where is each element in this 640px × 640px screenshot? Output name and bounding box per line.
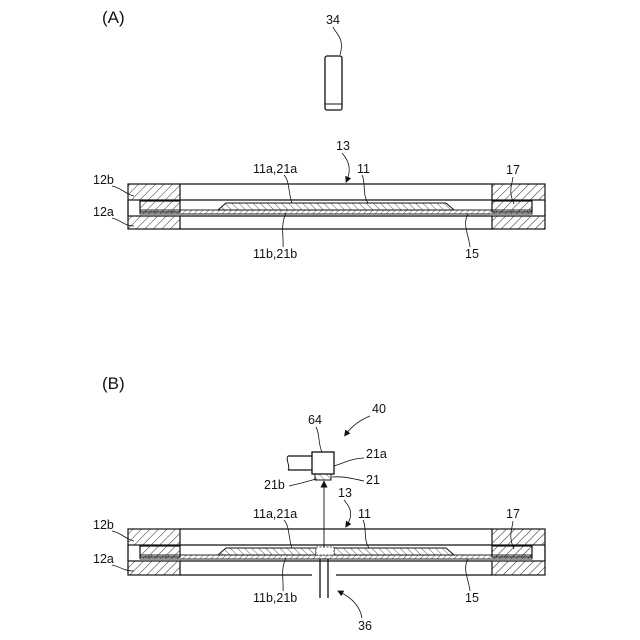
leader-frame-gap-b (344, 500, 351, 525)
leader-wafer-face-bottom (283, 213, 286, 247)
ref-ring-b: 17 (506, 507, 520, 521)
wafer-11-right-b (334, 548, 454, 555)
wafer-11-left-b (218, 548, 316, 555)
leader-wafer-face-top-b (284, 520, 292, 548)
frame-12b-left (128, 184, 180, 200)
frame-12a-right (492, 216, 545, 229)
ref-wafer-face-top-b: 11a,21a (253, 507, 297, 521)
ref-tape: 15 (465, 247, 479, 261)
leader-tape (466, 214, 470, 247)
leader-chip-bottom (289, 479, 316, 486)
ref-frame-top-b: 12b (93, 518, 114, 532)
frame-12a-left-b (128, 561, 180, 575)
frame-12b-left-b (128, 529, 180, 545)
leader-wafer-face-top (284, 175, 292, 203)
panel-b: (B) 64 40 21a 21 21b (93, 374, 545, 633)
leader-needle (340, 592, 362, 618)
ref-collet: 64 (308, 413, 322, 427)
ref-chip-bottom: 21b (264, 478, 285, 492)
ref-wafer-face-top: 11a,21a (253, 162, 297, 176)
collet-64 (287, 452, 334, 480)
frame-assembly-b (128, 529, 545, 575)
frame-12a-left (128, 216, 180, 229)
leader-frame-gap (342, 153, 349, 180)
leader-wafer-b (363, 520, 369, 548)
panel-a-label: (A) (102, 8, 125, 27)
leader-pickup-unit (346, 416, 370, 434)
leader-chip (332, 477, 364, 481)
ref-frame-bottom-b: 12a (93, 552, 114, 566)
ref-wafer: 11 (357, 162, 370, 176)
panel-b-label: (B) (102, 374, 125, 393)
ref-pin: 34 (326, 13, 340, 27)
ref-ring: 17 (506, 163, 520, 177)
leader-chip-top (334, 458, 364, 466)
needle-36 (320, 559, 328, 598)
ref-wafer-b: 11 (358, 507, 371, 521)
frame-assembly-a (128, 184, 545, 229)
panel-a: (A) 34 (93, 8, 545, 261)
ref-frame-bottom: 12a (93, 205, 114, 219)
leader-wafer (362, 175, 368, 203)
frame-12a-right-b (492, 561, 545, 575)
leader-pin (333, 27, 341, 55)
frame-12b-right-b (492, 529, 545, 545)
ref-chip-top: 21a (366, 447, 387, 461)
ref-chip: 21 (366, 473, 380, 487)
ref-wafer-face-bottom: 11b,21b (253, 247, 297, 261)
ref-tape-b: 15 (465, 591, 479, 605)
tape-15 (140, 210, 532, 214)
wafer-11 (218, 203, 454, 210)
ref-frame-top: 12b (93, 173, 114, 187)
frame-12b-right (492, 184, 545, 200)
ref-needle: 36 (358, 619, 372, 633)
ref-frame-gap: 13 (336, 139, 350, 153)
leader-collet (316, 427, 322, 452)
ref-wafer-face-bottom-b: 11b,21b (253, 591, 297, 605)
tape-15-b (140, 555, 532, 559)
ref-pickup-unit: 40 (372, 402, 386, 416)
ref-frame-gap-b: 13 (338, 486, 352, 500)
pin-34 (325, 56, 342, 110)
